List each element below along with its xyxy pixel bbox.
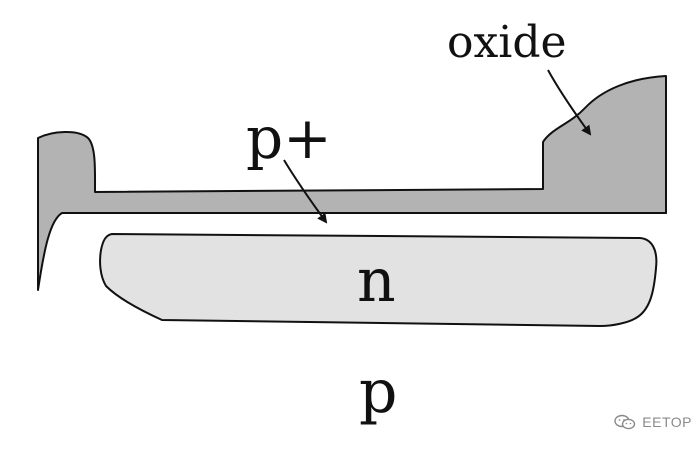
p-plus-label: p+ (246, 104, 332, 172)
oxide-label: oxide (447, 17, 567, 68)
watermark-text: EETOP (642, 414, 692, 430)
oxide-layer (37, 75, 667, 291)
oxide-arrow (547, 69, 592, 136)
p-plus-layer (62, 212, 667, 214)
n-label: n (357, 246, 396, 316)
wechat-icon (614, 414, 636, 430)
p-label: p (359, 357, 397, 427)
watermark: EETOP (614, 414, 692, 430)
n-region (99, 233, 658, 327)
p-plus-arrow (283, 159, 328, 224)
